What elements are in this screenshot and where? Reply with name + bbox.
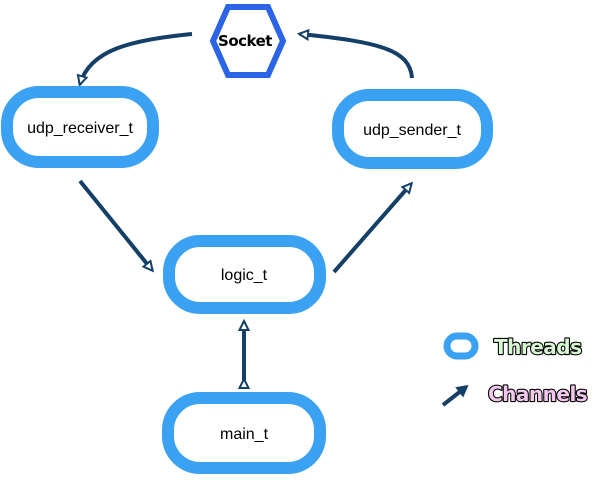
edge-udp-receiver-to-logic	[78, 179, 152, 270]
legend-threads-label: Threads	[494, 335, 582, 359]
udp-receiver-label: udp_receiver_t	[27, 120, 133, 137]
node-socket: Socket	[209, 4, 287, 78]
node-udp-sender: udp_sender_t	[332, 89, 493, 169]
socket-hexagon-shape	[209, 4, 287, 78]
legend-channel-arrow-icon	[441, 384, 469, 407]
node-udp-receiver: udp_receiver_t	[1, 86, 159, 168]
edge-socket-to-udp-receiver	[80, 32, 193, 84]
node-logic: logic_t	[163, 235, 326, 314]
logic-box	[163, 235, 326, 314]
udp-sender-box	[332, 89, 493, 169]
socket-label: Socket	[218, 32, 272, 50]
legend-channels-label: Channels	[488, 382, 587, 406]
main-label: main_t	[220, 426, 269, 443]
edge-udp-sender-to-socket	[300, 34, 414, 79]
udp-receiver-box	[1, 86, 159, 168]
node-main: main_t	[162, 392, 326, 474]
edge-logic-to-udp-sender	[332, 184, 411, 274]
legend: Threads Channels	[441, 332, 589, 407]
logic-label: logic_t	[221, 267, 268, 284]
legend-thread-swatch	[443, 332, 479, 360]
main-box	[162, 392, 326, 474]
udp-sender-label: udp_sender_t	[363, 122, 461, 139]
